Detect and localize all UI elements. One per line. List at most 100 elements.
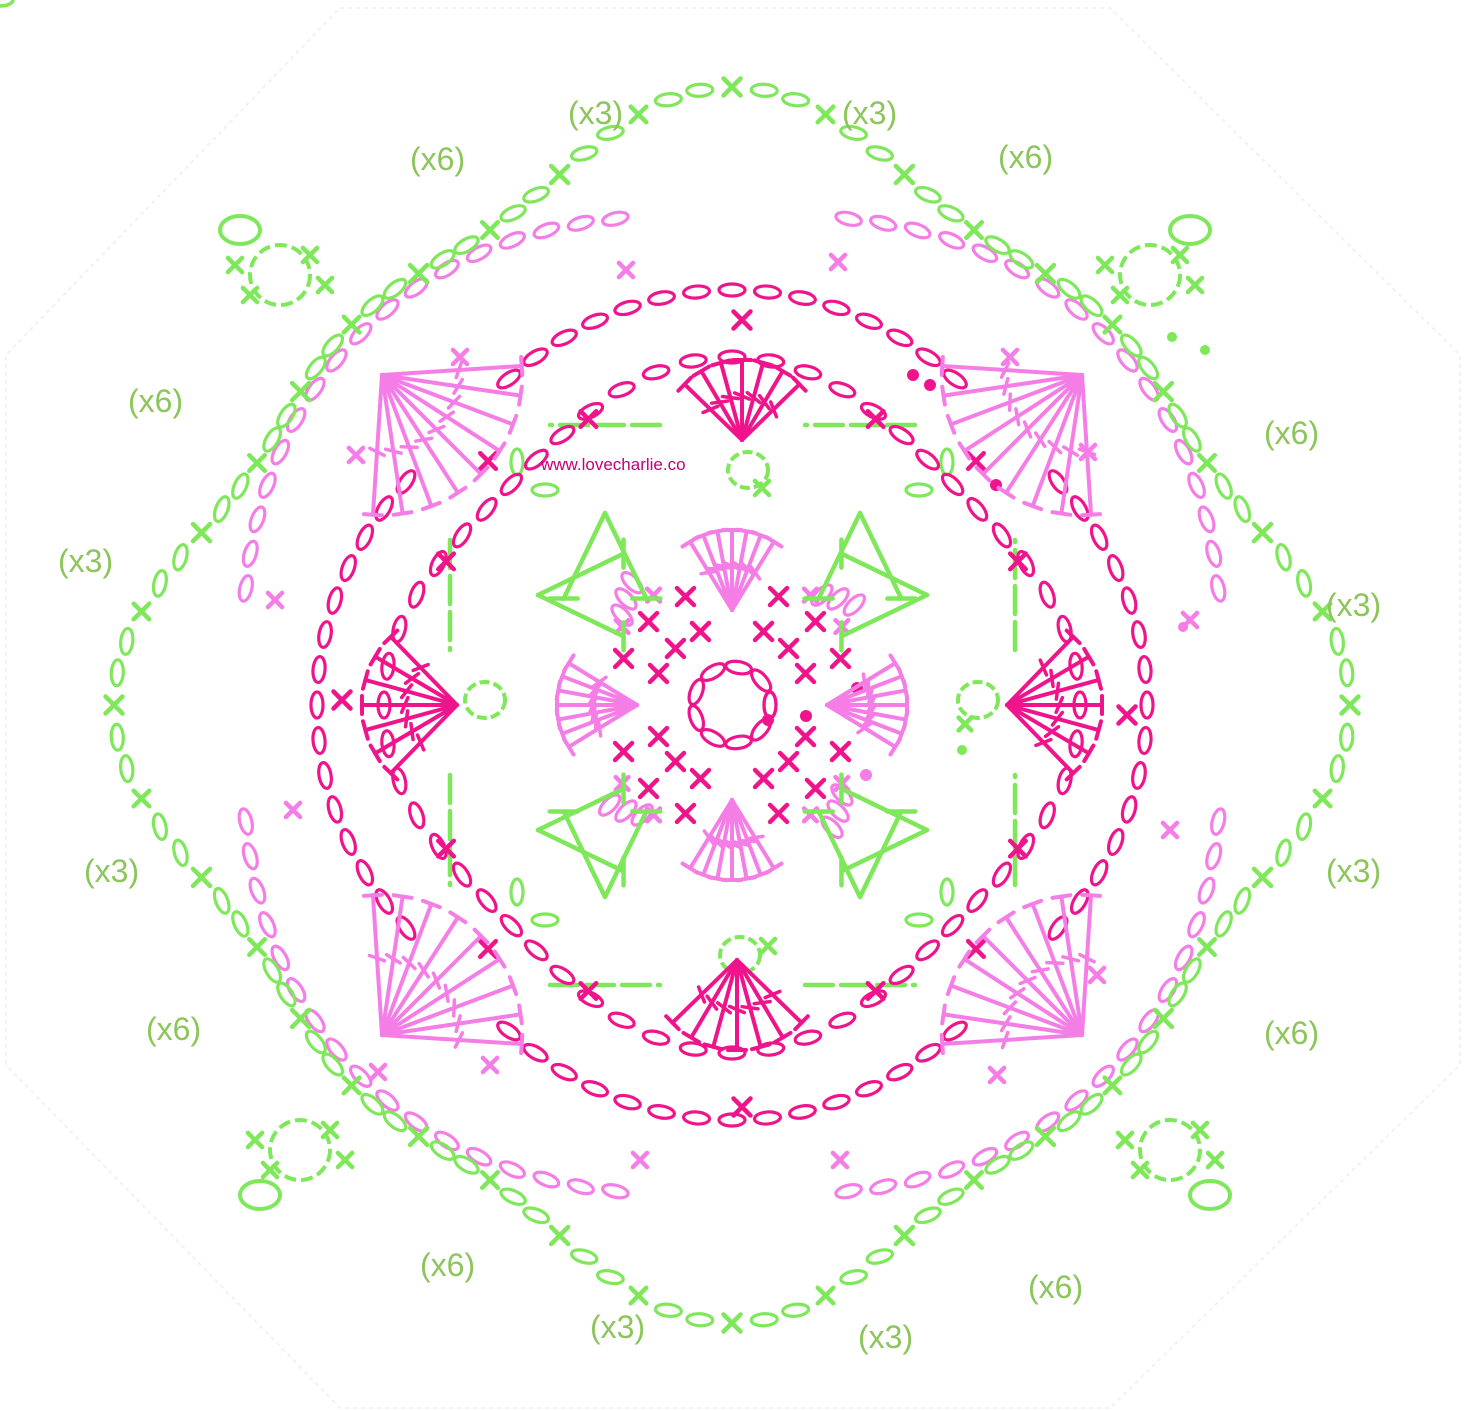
stitch-stem — [1082, 895, 1091, 1035]
chain-stitch — [359, 293, 386, 319]
chain-stitch — [511, 449, 523, 475]
single-crochet-stitch — [831, 255, 845, 269]
chain-stitch — [320, 332, 346, 359]
chain-stitch — [1166, 401, 1190, 429]
single-crochet-stitch — [323, 1123, 337, 1137]
chain-stitch — [312, 727, 326, 754]
chain-stitch — [237, 574, 255, 602]
chain-stitch — [855, 1079, 884, 1099]
chain-stitch — [1209, 808, 1227, 836]
plus-stitch — [1254, 869, 1271, 886]
single-crochet-stitch — [667, 753, 684, 770]
slip-stitch-dot — [860, 769, 872, 781]
chain-stitch — [1118, 332, 1144, 359]
chain-stitch — [450, 521, 474, 549]
single-crochet-stitch — [631, 107, 647, 123]
swatch-border — [6, 8, 1460, 1408]
stitch-bar — [1010, 394, 1011, 410]
chain-stitch — [373, 494, 396, 523]
chain-stitch — [754, 1111, 781, 1125]
chain-stitch — [1274, 839, 1292, 867]
chain-stitch — [937, 1159, 966, 1181]
single-crochet-stitch — [1105, 317, 1121, 333]
chain-stitch — [683, 1111, 710, 1125]
stitch-bar — [1056, 683, 1058, 699]
single-crochet-stitch — [1090, 968, 1104, 982]
chain-stitch — [1131, 762, 1147, 790]
slip-stitch-dot — [924, 379, 936, 391]
stitch-bar — [1032, 969, 1048, 972]
chain-stitch — [474, 495, 500, 523]
chain-stitch — [680, 354, 707, 369]
chain-stitch — [312, 656, 326, 683]
corner-chain — [240, 1181, 280, 1209]
chain-stitch — [1055, 1108, 1083, 1134]
chain-stitch — [230, 910, 252, 939]
chain-stitch — [751, 84, 778, 97]
chain-stitch — [452, 233, 481, 256]
single-crochet-stitch — [770, 588, 787, 605]
chain-stitch — [789, 1104, 817, 1120]
chain-stitch — [1330, 755, 1345, 782]
chain-stitch — [354, 858, 376, 887]
chain-stitch — [914, 184, 943, 205]
chain-stitch — [498, 471, 525, 498]
single-crochet-stitch — [966, 222, 982, 238]
single-crochet-stitch — [832, 650, 849, 667]
stitch-top — [519, 387, 522, 405]
single-crochet-stitch — [818, 107, 834, 123]
single-crochet-stitch — [1193, 1123, 1207, 1137]
chain-stitch — [835, 1182, 863, 1200]
stitch-bar — [1051, 671, 1053, 687]
stitch-stem — [382, 375, 481, 474]
chain-stitch — [1068, 494, 1091, 523]
chain-stitch — [1141, 692, 1153, 718]
chain-stitch — [719, 284, 745, 296]
single-crochet-stitch — [633, 1153, 647, 1167]
single-crochet-stitch — [631, 1288, 647, 1304]
chain-stitch — [789, 290, 817, 306]
chain-stitch — [381, 1108, 409, 1134]
chain-stitch — [303, 354, 329, 382]
repeat-label: (x3) — [58, 543, 113, 579]
stitch-top — [363, 671, 368, 688]
repeat-label: (x3) — [858, 1319, 913, 1355]
chain-stitch — [686, 704, 706, 733]
chain-stitch — [655, 1303, 682, 1318]
chain-stitch — [1037, 801, 1057, 830]
chain-stitch — [1172, 438, 1195, 467]
chain-stitch — [522, 938, 550, 964]
slip-stitch-dot — [1178, 622, 1188, 632]
repeat-label: (x3) — [590, 1309, 645, 1345]
single-crochet-stitch — [677, 588, 694, 605]
single-crochet-stitch — [1163, 823, 1177, 837]
single-crochet-stitch — [483, 1058, 497, 1072]
chain-stitch — [1106, 828, 1126, 857]
chain-stitch — [1213, 910, 1235, 939]
chain-stitch — [1274, 543, 1292, 571]
chain-stitch — [941, 1019, 969, 1044]
stitch-top — [712, 360, 729, 365]
repeat-label: (x6) — [420, 1247, 475, 1283]
chain-stitch — [914, 346, 943, 369]
single-crochet-stitch — [371, 1065, 385, 1079]
chain-stitch — [260, 425, 283, 454]
repeat-label: (x6) — [1264, 415, 1319, 451]
chain-stitch — [1055, 276, 1083, 302]
chain-stitch — [686, 1313, 713, 1326]
chain-stitch — [465, 1145, 494, 1168]
chain-stitch — [983, 1153, 1012, 1176]
chain-stitch — [648, 1104, 676, 1120]
v-stitch-stem — [860, 513, 901, 599]
stitch-stem — [382, 375, 403, 513]
stitch-stem — [1061, 897, 1082, 1035]
chain-stitch — [754, 285, 781, 299]
chain-stitch — [601, 1182, 629, 1200]
single-crochet-stitch — [755, 770, 772, 787]
single-crochet-stitch — [482, 1172, 498, 1188]
stitch-top — [519, 1005, 522, 1023]
chain-stitch — [247, 505, 268, 534]
chain-stitch — [317, 621, 333, 649]
chain-stitch — [151, 569, 168, 597]
chain-stitch — [683, 285, 710, 299]
